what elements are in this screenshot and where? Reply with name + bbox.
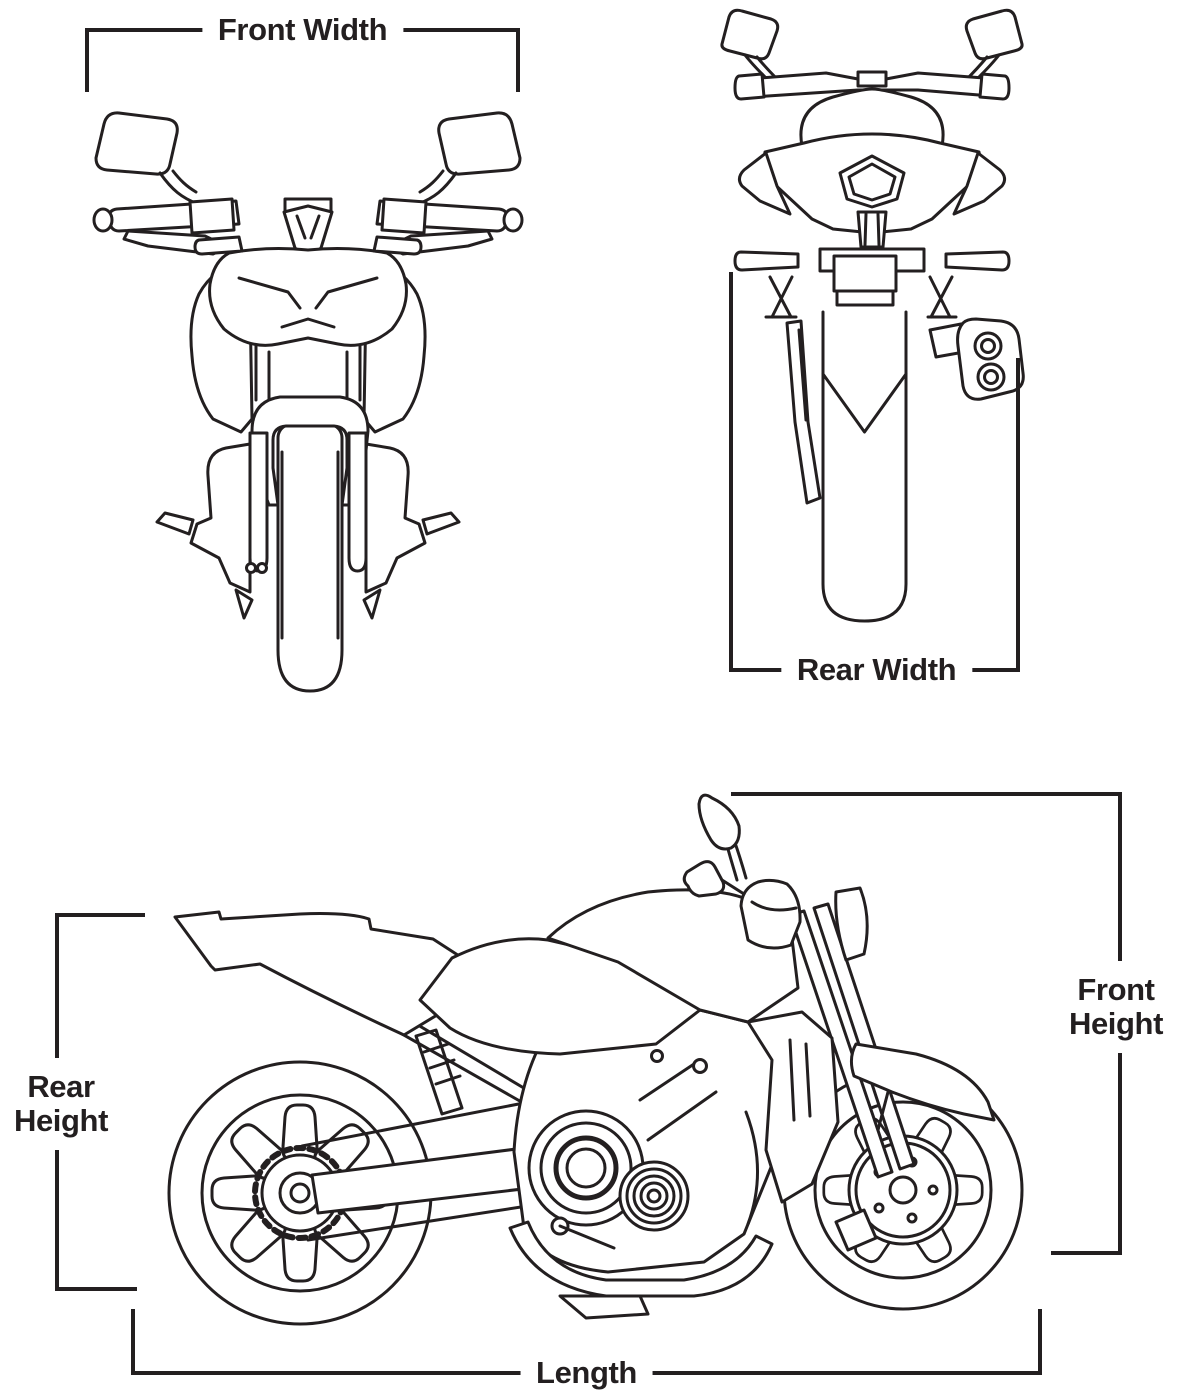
rear-shock xyxy=(414,1028,464,1116)
fork-tubes-upper xyxy=(254,344,362,402)
motorcycle-side-view-icon xyxy=(167,793,1024,1326)
front-height-tick-bottom xyxy=(1051,1251,1118,1255)
front-width-label: Front Width xyxy=(201,13,404,47)
hand-grip xyxy=(682,860,726,898)
exhaust-outlet xyxy=(976,362,1006,392)
license-plate xyxy=(832,254,898,293)
chain-guard xyxy=(785,319,822,505)
windscreen xyxy=(282,204,334,256)
rear-width-bracket: Rear Width xyxy=(729,272,1020,687)
rear-width-label: Rear Width xyxy=(780,653,973,687)
engine-right xyxy=(364,442,427,594)
rear-height-bracket: Rear Height xyxy=(9,913,145,1291)
clutch-cover xyxy=(618,1160,690,1232)
mirror-right xyxy=(964,8,1024,61)
front-width-bracket: Front Width xyxy=(85,13,520,92)
grip-left xyxy=(733,72,766,101)
switch-block-left xyxy=(188,197,236,235)
front-height-label: Front Height xyxy=(1064,961,1168,1054)
tail-flare-right xyxy=(952,151,1007,216)
rear-height-label: Rear Height xyxy=(9,1058,113,1150)
fender-struts xyxy=(764,275,958,319)
rear-height-tick-bottom xyxy=(59,1287,137,1291)
axle-bolt xyxy=(256,562,268,574)
tail-cowl xyxy=(173,910,469,1037)
fender-column xyxy=(856,210,888,249)
rear-tire xyxy=(821,310,908,623)
rear-hugger xyxy=(821,372,908,434)
exhaust-outlet xyxy=(973,331,1003,361)
mirror-left xyxy=(720,8,780,61)
mirror-left xyxy=(94,111,179,176)
bar-clamp xyxy=(856,70,888,88)
front-height-bracket: Front Height xyxy=(731,792,1168,1255)
turn-signal-right xyxy=(944,250,1011,272)
bar-end-left xyxy=(92,207,114,233)
mirror-right xyxy=(437,111,522,176)
mirror-right-stalk xyxy=(416,169,458,206)
bar-end-right xyxy=(502,207,524,233)
rear-width-tick-right xyxy=(1016,358,1020,668)
engine-left xyxy=(189,442,252,594)
tail-flare-left xyxy=(737,151,792,216)
switch-block-right xyxy=(380,197,428,235)
mirror-left-stalk xyxy=(158,169,200,206)
fork-lower-left xyxy=(248,431,269,573)
mirror xyxy=(697,793,741,851)
brake-caliper xyxy=(834,1208,878,1252)
length-bracket: Length xyxy=(131,1309,1042,1390)
exhaust-header xyxy=(744,1110,760,1226)
rear-wheel xyxy=(167,1060,433,1326)
front-tire xyxy=(276,419,344,693)
front-fender xyxy=(849,1042,996,1122)
belly-pan xyxy=(508,1220,774,1298)
cowl-fin xyxy=(834,886,869,962)
length-label: Length xyxy=(520,1356,653,1390)
headlight xyxy=(739,878,802,950)
turn-signal-left xyxy=(733,250,800,272)
grip-right xyxy=(978,72,1011,101)
turn-signal-right xyxy=(372,235,423,256)
fork-lower-right xyxy=(347,431,368,573)
headlight-cowl xyxy=(208,247,408,347)
axle-bolt xyxy=(245,562,257,574)
front-fender xyxy=(250,395,370,507)
motorcycle-rear-view-icon xyxy=(720,8,1025,623)
turn-signal-left xyxy=(193,235,244,256)
motorcycle-front-view-icon xyxy=(92,111,524,693)
